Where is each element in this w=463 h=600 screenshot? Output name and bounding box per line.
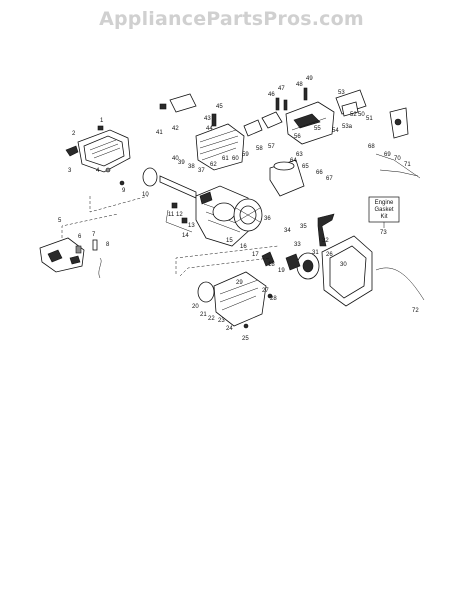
part-label: 19 (278, 268, 285, 274)
part-label: 12 (176, 212, 183, 218)
muffler (243, 87, 367, 145)
part-label: 27 (262, 288, 269, 294)
kit-line-2: Gasket (374, 207, 393, 213)
part-label: 31 (312, 250, 319, 256)
part-label: 58 (256, 146, 263, 152)
part-label: 56 (294, 134, 301, 140)
part-label: 15 (226, 238, 233, 244)
cylinder (159, 93, 245, 171)
part-label: 34 (284, 228, 291, 234)
part-label: 68 (368, 144, 375, 150)
part-label: 47 (278, 86, 285, 92)
part-label: 5 (58, 218, 62, 224)
part-label: 63 (296, 152, 303, 158)
part-label: 72 (412, 308, 419, 314)
starter-housing (261, 213, 425, 307)
part-label: 33 (294, 242, 301, 248)
part-label: 29 (236, 280, 243, 286)
part-label: 55 (314, 126, 321, 132)
part-label: 38 (188, 164, 195, 170)
part-label: 2 (72, 131, 76, 137)
part-label: 23 (218, 318, 225, 324)
part-label: 28 (270, 296, 277, 302)
part-label: 50 (358, 112, 365, 118)
kit-line-3: Kit (380, 214, 387, 220)
air-filter-housing (65, 125, 131, 186)
fuel-tank-and-ignition (269, 107, 421, 197)
part-label: 64 (290, 158, 297, 164)
part-label: 20 (192, 304, 199, 310)
part-label: 17 (252, 252, 259, 258)
part-label: 57 (268, 144, 275, 150)
part-label: 40 (172, 156, 179, 162)
part-label: 59 (242, 152, 249, 158)
part-label: 7 (92, 232, 96, 238)
part-label: 8 (106, 242, 110, 248)
part-label: 53a (342, 124, 353, 130)
part-label: 46 (268, 92, 275, 98)
part-label: 52 (350, 112, 357, 118)
part-label: 61 (222, 156, 229, 162)
part-label: 49 (306, 76, 313, 82)
part-label: 16 (240, 244, 247, 250)
flywheel (233, 198, 263, 232)
part-label: 11 (168, 212, 175, 218)
part-label: 43 (204, 116, 211, 122)
kit-number: 73 (380, 230, 387, 236)
part-label: 60 (232, 156, 239, 162)
part-label: 41 (156, 130, 163, 136)
part-label: 54 (332, 128, 339, 134)
part-label: 22 (208, 316, 215, 322)
part-label: 65 (302, 164, 309, 170)
part-label: 9 (122, 188, 126, 194)
part-label: 3 (68, 168, 72, 174)
ignition-shroud (179, 257, 273, 329)
part-label: 36 (264, 216, 271, 222)
part-label: 44 (206, 126, 213, 132)
watermark: AppliancePartsPros.com (99, 8, 364, 30)
part-label: 25 (242, 336, 249, 342)
part-label: 13 (188, 223, 195, 229)
part-label: 51 (366, 116, 373, 122)
part-labels: 1 2 3 4 5 6 7 8 9 10 11 12 13 14 15 16 1… (58, 76, 419, 342)
part-label: 70 (394, 156, 401, 162)
part-label: 71 (404, 162, 411, 168)
crankcase (195, 185, 255, 247)
part-label: 14 (182, 233, 189, 239)
part-label: 30 (340, 262, 347, 268)
part-label: 6 (78, 234, 82, 240)
part-label: 69 (384, 152, 391, 158)
part-label: 24 (226, 326, 233, 332)
part-label: 45 (216, 104, 223, 110)
part-label: 10 (142, 192, 149, 198)
part-label: 62 (210, 162, 217, 168)
part-label: 48 (296, 82, 303, 88)
part-label: 42 (172, 126, 179, 132)
boundary-line (175, 245, 279, 274)
part-label: 21 (200, 312, 207, 318)
part-label: 18 (268, 262, 275, 268)
part-label: 37 (198, 168, 205, 174)
engine-gasket-kit-box: Engine Gasket Kit 73 (368, 196, 400, 236)
part-label: 66 (316, 170, 323, 176)
throttle-housing (39, 213, 119, 279)
boundary-line (89, 195, 149, 213)
kit-line-1: Engine (375, 200, 394, 206)
part-label: 4 (96, 168, 100, 174)
part-label: 67 (326, 176, 333, 182)
part-label: 26 (326, 252, 333, 258)
part-label: 39 (178, 160, 185, 166)
part-label: 32 (322, 238, 329, 244)
part-label: 35 (300, 224, 307, 230)
part-label: 53 (338, 90, 345, 96)
part-label: 1 (100, 118, 104, 124)
